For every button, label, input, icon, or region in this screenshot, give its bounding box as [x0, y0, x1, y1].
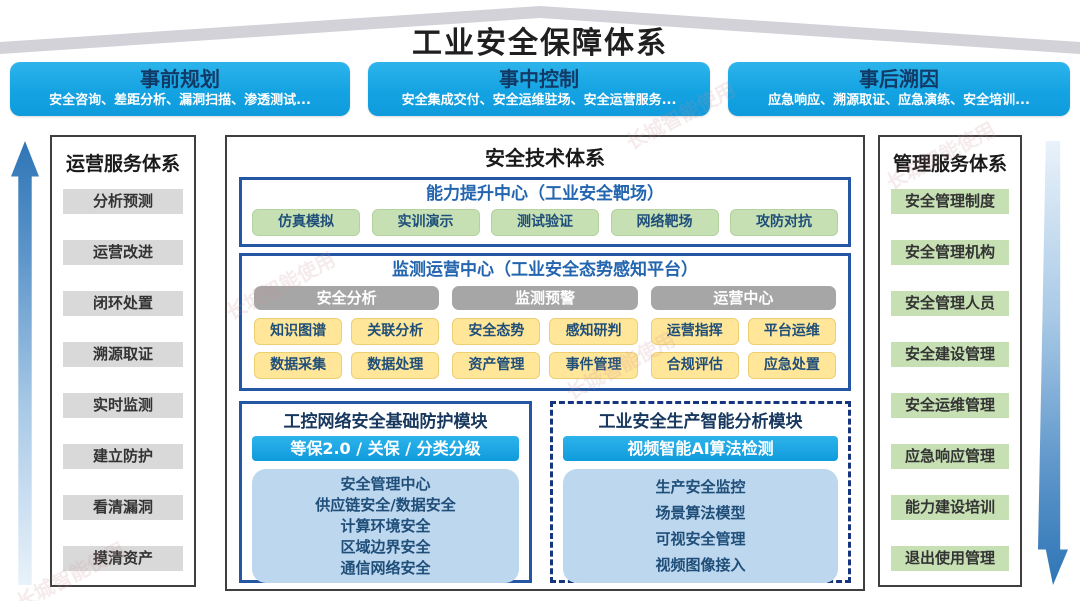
list-item: 运营改进 [63, 240, 183, 265]
banner-post-tracing: 事后溯因 应急响应、溯源取证、应急演练、安全培训... [728, 62, 1070, 116]
monitor-chip: 平台运维 [747, 318, 836, 345]
monitor-chip: 知识图谱 [254, 318, 343, 345]
list-item: 应急响应管理 [891, 444, 1009, 469]
module-body: 安全管理中心 供应链安全/数据安全 计算环境安全 区域边界安全 通信网络安全 [252, 469, 520, 583]
banner-subtitle: 安全咨询、差距分析、漏洞扫描、渗透测试... [49, 93, 311, 108]
group-monitor-warning: 监测预警 安全态势 感知研判 资产管理 事件管理 [452, 286, 638, 379]
list-item: 安全建设管理 [891, 342, 1009, 367]
list-item: 安全运维管理 [891, 393, 1009, 418]
management-items: 安全管理制度 安全管理机构 安全管理人员 安全建设管理 安全运维管理 应急响应管… [891, 189, 1009, 597]
group-header: 运营中心 [650, 286, 836, 310]
panel-title: 安全技术体系 [485, 146, 605, 170]
module-badge: 等保2.0 / 关保 / 分类分级 [252, 436, 520, 461]
capability-chip: 实训演示 [371, 209, 480, 236]
monitor-center-box: 监测运营中心（工业安全态势感知平台） 安全分析 知识图谱 关联分析 数据采集 数… [239, 253, 851, 391]
panel-title: 管理服务体系 [892, 153, 1007, 175]
monitor-chip: 数据处理 [351, 352, 440, 379]
list-item: 分析预测 [63, 189, 183, 214]
list-item: 安全管理人员 [891, 291, 1009, 316]
module-title: 工控网络安全基础防护模块 [283, 412, 488, 432]
list-item: 安全管理机构 [891, 240, 1009, 265]
group-security-analysis: 安全分析 知识图谱 关联分析 数据采集 数据处理 [254, 286, 440, 379]
list-item: 能力建设培训 [891, 495, 1009, 520]
capability-chip: 攻防对抗 [730, 209, 838, 236]
banner-pre-planning: 事前规划 安全咨询、差距分析、漏洞扫描、渗透测试... [10, 62, 350, 116]
list-item: 溯源取证 [63, 342, 183, 367]
ai-analysis-module: 工业安全生产智能分析模块 视频智能AI算法检测 生产安全监控 场景算法模型 可视… [550, 401, 851, 583]
group-operation-center: 运营中心 运营指挥 平台运维 合规评估 应急处置 [650, 286, 836, 379]
module-badge: 视频智能AI算法检测 [563, 436, 838, 461]
monitor-chip: 数据采集 [254, 352, 343, 379]
monitor-center-title: 监测运营中心（工业安全态势感知平台） [392, 260, 698, 280]
banner-title: 事前规划 [140, 67, 220, 91]
module-line: 通信网络安全 [340, 558, 431, 577]
module-line: 生产安全监控 [655, 478, 746, 496]
monitor-groups: 安全分析 知识图谱 关联分析 数据采集 数据处理 监测预警 安全态势 感知研判 … [242, 282, 848, 388]
management-service-panel: 管理服务体系 安全管理制度 安全管理机构 安全管理人员 安全建设管理 安全运维管… [878, 135, 1022, 587]
banner-subtitle: 安全集成交付、安全运维驻场、安全运营服务... [401, 93, 677, 108]
group-cells: 安全态势 感知研判 资产管理 事件管理 [452, 318, 638, 379]
monitor-chip: 安全态势 [452, 318, 541, 345]
operations-service-panel: 运营服务体系 分析预测 运营改进 闭环处置 溯源取证 实时监测 建立防护 看清漏… [50, 135, 196, 587]
list-item: 安全管理制度 [891, 189, 1009, 214]
group-header: 安全分析 [254, 286, 440, 310]
module-title: 工业安全生产智能分析模块 [598, 412, 803, 432]
module-line: 供应链安全/数据安全 [315, 495, 456, 514]
banner-title: 事后溯因 [859, 67, 939, 91]
list-item: 摸清资产 [63, 546, 183, 571]
roof-ribbon [0, 6, 1080, 54]
list-item: 实时监测 [63, 393, 183, 418]
list-item: 看清漏洞 [63, 495, 183, 520]
banner-title: 事中控制 [499, 67, 579, 91]
capability-chip: 网络靶场 [610, 209, 719, 236]
module-line: 场景算法模型 [655, 504, 746, 522]
page-title: 工业安全保障体系 [412, 26, 668, 61]
monitor-chip: 运营指挥 [650, 318, 739, 345]
banner-in-process-control: 事中控制 安全集成交付、安全运维驻场、安全运营服务... [368, 62, 710, 116]
monitor-chip: 关联分析 [351, 318, 440, 345]
modules-row: 工控网络安全基础防护模块 等保2.0 / 关保 / 分类分级 安全管理中心 供应… [239, 401, 851, 583]
monitor-chip: 应急处置 [747, 352, 836, 379]
banner-subtitle: 应急响应、溯源取证、应急演练、安全培训... [768, 93, 1030, 108]
panel-title: 运营服务体系 [65, 153, 180, 175]
ics-protection-module: 工控网络安全基础防护模块 等保2.0 / 关保 / 分类分级 安全管理中心 供应… [239, 401, 533, 583]
list-item: 闭环处置 [63, 291, 183, 316]
group-cells: 运营指挥 平台运维 合规评估 应急处置 [650, 318, 836, 379]
capability-chip: 测试验证 [491, 209, 599, 236]
module-line: 区域边界安全 [340, 537, 431, 556]
module-line: 计算环境安全 [340, 516, 431, 535]
monitor-chip: 合规评估 [650, 352, 739, 379]
capability-items: 仿真模拟 实训演示 测试验证 网络靶场 攻防对抗 [242, 206, 848, 244]
group-cells: 知识图谱 关联分析 数据采集 数据处理 [254, 318, 440, 379]
security-technology-panel: 安全技术体系 能力提升中心（工业安全靶场） 仿真模拟 实训演示 测试验证 网络靶… [225, 135, 865, 591]
module-body: 生产安全监控 场景算法模型 可视安全管理 视频图像接入 [563, 469, 838, 583]
monitor-chip: 资产管理 [452, 352, 541, 379]
monitor-chip: 感知研判 [549, 318, 638, 345]
module-line: 安全管理中心 [340, 474, 431, 493]
operations-items: 分析预测 运营改进 闭环处置 溯源取证 实时监测 建立防护 看清漏洞 摸清资产 [63, 189, 183, 597]
module-line: 视频图像接入 [655, 556, 746, 574]
module-line: 可视安全管理 [655, 530, 746, 548]
list-item: 建立防护 [63, 444, 183, 469]
capability-center-title: 能力提升中心（工业安全靶场） [426, 184, 664, 204]
up-arrow-icon [11, 141, 39, 585]
group-header: 监测预警 [452, 286, 638, 310]
down-arrow-icon [1038, 141, 1068, 585]
capability-chip: 仿真模拟 [252, 209, 360, 236]
monitor-chip: 事件管理 [549, 352, 638, 379]
capability-center-box: 能力提升中心（工业安全靶场） 仿真模拟 实训演示 测试验证 网络靶场 攻防对抗 [239, 177, 851, 247]
list-item: 退出使用管理 [891, 546, 1009, 571]
